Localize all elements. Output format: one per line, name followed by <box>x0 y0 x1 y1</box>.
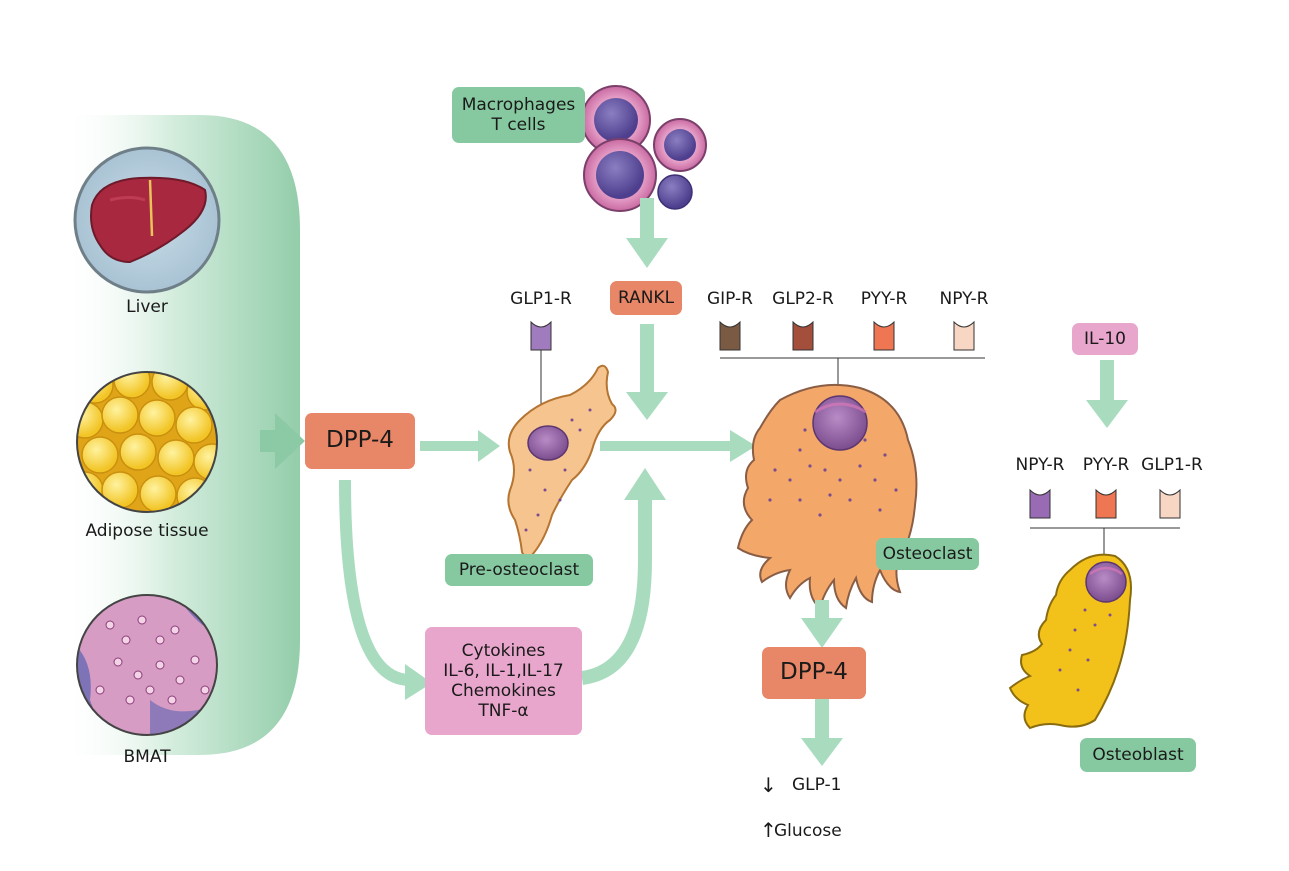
osteoblast-pyy-r-label: PYY-R <box>1082 455 1130 475</box>
adipose-tissue-label: Adipose tissue <box>85 521 209 541</box>
osteoblast-npy-r-receptor-icon <box>1029 488 1051 519</box>
cytokines-box: Cytokines IL-6, IL-1,IL-17 Chemokines TN… <box>425 627 582 735</box>
immune-line-1: Macrophages <box>461 94 576 115</box>
npy-r-receptor-icon <box>953 320 975 351</box>
osteoblast-glp1-r-label: GLP1-R <box>1141 455 1203 475</box>
pre-osteoclast-cell-icon <box>507 364 617 558</box>
immune-to-rankl-arrow <box>626 198 668 268</box>
cytokines-to-preosteoclast-arrow <box>580 500 652 685</box>
il10-to-osteoblast-arrow <box>1086 360 1128 428</box>
osteoclast-cell-icon <box>736 383 918 610</box>
osteoblast-pyy-r-receptor-icon <box>1095 488 1117 519</box>
dpp4-to-cytokines-arrow <box>339 479 411 686</box>
osteoblast-receptor-bar <box>1030 527 1180 555</box>
cytokines-line-2: IL-6, IL-1,IL-17 <box>443 660 564 681</box>
dpp4-osteoclast-box: DPP-4 <box>762 647 866 699</box>
glucose-increase-arrow: ↑ <box>760 818 777 842</box>
glp2-r-receptor-icon <box>792 320 814 351</box>
rankl-box: RANKL <box>610 281 682 315</box>
osteoblast-label: Osteoblast <box>1080 738 1196 772</box>
gip-r-receptor-icon <box>719 320 741 351</box>
osteoclast-label: Osteoclast <box>876 538 979 570</box>
osteoblast-npy-r-label: NPY-R <box>1015 455 1065 475</box>
glp1-label: GLP-1 <box>792 775 842 795</box>
liver-icon <box>73 146 221 294</box>
immune-cells-label: Macrophages T cells <box>452 87 585 143</box>
npy-r-label: NPY-R <box>939 289 989 309</box>
pyy-r-receptor-icon <box>873 320 895 351</box>
pyy-r-label: PYY-R <box>860 289 908 309</box>
il10-box: IL-10 <box>1072 323 1138 355</box>
bmat-label: BMAT <box>123 747 171 767</box>
preosteoclast-to-osteoclast-arrow <box>600 430 756 462</box>
glucose-label: Glucose <box>774 821 842 841</box>
band-to-dpp4-arrow <box>260 413 305 469</box>
cytokines-line-3: Chemokines <box>451 681 556 701</box>
glp1-decrease-arrow: ↓ <box>760 773 777 797</box>
liver-label: Liver <box>126 297 168 317</box>
glp2-r-label: GLP2-R <box>772 289 834 309</box>
gip-r-label: GIP-R <box>706 289 753 309</box>
cytokines-line-1: Cytokines <box>461 640 546 661</box>
dpp4-to-preosteoclast-arrow <box>420 430 500 462</box>
osteoblast-cell-icon <box>1008 553 1132 730</box>
cytokines-line-4: TNF-α <box>478 701 529 722</box>
pre-osteoclast-label: Pre-osteoclast <box>445 554 593 586</box>
immune-line-2: T cells <box>491 115 546 135</box>
osteoclast-to-dpp4-arrow <box>801 600 843 648</box>
glp1r-label: GLP1-R <box>510 289 572 309</box>
glp1r-receptor-icon <box>530 320 552 420</box>
rankl-to-cell-arrow <box>626 324 668 420</box>
dpp4-main-box: DPP-4 <box>305 413 415 469</box>
osteoblast-glp1-r-receptor-icon <box>1159 488 1181 519</box>
dpp4-to-effects-arrow <box>801 698 843 766</box>
immune-cells-icon <box>581 85 707 212</box>
